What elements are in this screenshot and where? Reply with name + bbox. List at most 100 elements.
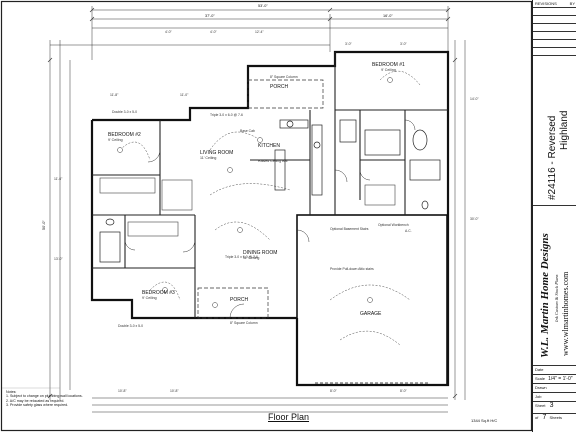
svg-text:8" Square Column: 8" Square Column bbox=[270, 75, 298, 79]
garage-label: GARAGE bbox=[360, 311, 381, 317]
of-label: of bbox=[535, 415, 539, 420]
room-name: PORCH bbox=[230, 297, 249, 303]
svg-text:Base Cab: Base Cab bbox=[240, 129, 255, 133]
revisions-label: REVISIONS bbox=[535, 1, 557, 6]
revision-row bbox=[533, 40, 576, 48]
front-porch bbox=[197, 287, 269, 319]
revision-row bbox=[533, 24, 576, 32]
dimension-lines-top bbox=[49, 6, 466, 413]
company-tagline: Ink Custom & Stock Plans bbox=[554, 274, 559, 323]
room-name: BEDROOM #3 bbox=[142, 290, 175, 296]
dimension-ticks bbox=[47, 7, 458, 399]
room-ceiling: 11' Ceiling bbox=[200, 156, 217, 160]
closets bbox=[99, 177, 396, 237]
room-name: BEDROOM #1 bbox=[372, 62, 405, 68]
bedroom-1-label: BEDROOM #1 9' Ceiling bbox=[372, 62, 405, 72]
svg-text:14'-0": 14'-0" bbox=[470, 97, 479, 101]
job-cell: Job bbox=[533, 393, 576, 402]
svg-text:11'-8": 11'-8" bbox=[110, 93, 119, 97]
scale-cell: Scale 1/4" = 1'-0" bbox=[533, 375, 576, 384]
company-cell bbox=[533, 206, 576, 366]
kitchen-counters bbox=[274, 119, 323, 196]
svg-text:13'-0": 13'-0" bbox=[54, 257, 63, 261]
room-ceiling: 11' Ceiling bbox=[243, 256, 260, 260]
electrical-runs bbox=[119, 71, 421, 346]
note-item: 2. A/C may be relocated as required. bbox=[6, 398, 65, 403]
note-item: 1. Subject to change on plumbing wall lo… bbox=[6, 394, 83, 399]
svg-text:Triple 3-0 x 6-0 @ 7-6: Triple 3-0 x 6-0 @ 7-6 bbox=[210, 113, 243, 117]
svg-text:4'-0": 4'-0" bbox=[165, 30, 173, 34]
revision-row bbox=[533, 32, 576, 40]
front-porch-label: PORCH bbox=[230, 297, 248, 303]
revisions-header: REVISIONS BY bbox=[533, 0, 576, 8]
svg-text:Provide Pull-down Attic stairs: Provide Pull-down Attic stairs bbox=[330, 267, 374, 271]
dimension-callouts: 4'-0"4'-0"12'-4" 3'-0"3'-0" 11'-8"11'-0"… bbox=[54, 30, 479, 393]
drawn-cell: Drawn bbox=[533, 384, 576, 393]
room-ceiling: Raised Ceiling Bar bbox=[258, 159, 288, 163]
plan-number: #24116 - Reversed bbox=[547, 115, 558, 200]
svg-text:30'-0": 30'-0" bbox=[470, 217, 479, 221]
svg-text:Triple 3-0 x 6-0 @ 7-6: Triple 3-0 x 6-0 @ 7-6 bbox=[225, 255, 258, 259]
dining-room-label: DINING ROOM 11' Ceiling bbox=[243, 250, 277, 260]
svg-text:12'-4": 12'-4" bbox=[255, 30, 264, 34]
svg-text:Double 3-0 x 5-0: Double 3-0 x 5-0 bbox=[118, 324, 143, 328]
bedroom-2-label: BEDROOM #2 9' Ceiling bbox=[108, 132, 141, 142]
garage-walls bbox=[296, 214, 448, 386]
note-item: 3. Provide safety glass where required. bbox=[6, 403, 69, 408]
back-porch bbox=[247, 79, 324, 109]
notes-block: Notes: 1. Subject to change on plumbing … bbox=[6, 390, 83, 408]
left-width-dimension: 37'-0" bbox=[205, 14, 215, 18]
area-label: 1344 Sq.ft H/C bbox=[471, 418, 498, 423]
svg-text:11'-6": 11'-6" bbox=[54, 177, 63, 181]
svg-text:3'-0": 3'-0" bbox=[345, 42, 353, 46]
svg-text:8'-0": 8'-0" bbox=[330, 389, 338, 393]
sheet-label: Sheet bbox=[535, 403, 546, 408]
scale-label: Scale bbox=[535, 376, 546, 381]
room-name: BEDROOM #2 bbox=[108, 132, 141, 138]
company-name: W.L. Martin Home Designs bbox=[539, 233, 551, 358]
sheet-total-cell: of 7 Sheets bbox=[533, 414, 576, 432]
scale-value: 1/4" = 1'-0" bbox=[548, 376, 573, 382]
job-label: Job bbox=[535, 394, 542, 399]
svg-text:8'-0": 8'-0" bbox=[400, 389, 408, 393]
bedroom-3-label: BEDROOM #3 9' Ceiling bbox=[142, 290, 175, 300]
room-name: PORCH bbox=[270, 84, 289, 90]
svg-text:3'-0": 3'-0" bbox=[400, 42, 408, 46]
svg-text:8" Square Column: 8" Square Column bbox=[230, 321, 258, 325]
room-name: LIVING ROOM bbox=[200, 150, 234, 156]
overall-width-dimension: 53'-0" bbox=[258, 4, 268, 8]
living-room-label: LIVING ROOM 11' Ceiling bbox=[200, 150, 233, 160]
company-website: www.wlmartinhomes.com bbox=[561, 271, 570, 356]
svg-text:Optional Basement Stairs: Optional Basement Stairs bbox=[330, 227, 369, 231]
drawn-label: Drawn bbox=[535, 385, 547, 390]
room-ceiling: 9' Ceiling bbox=[142, 296, 157, 300]
back-porch-label: PORCH bbox=[270, 84, 288, 90]
plan-name: Highland bbox=[559, 110, 570, 150]
svg-text:10'-8": 10'-8" bbox=[118, 389, 127, 393]
by-label: BY bbox=[569, 1, 575, 6]
room-ceiling: 9' Ceiling bbox=[381, 68, 396, 72]
sheet-border bbox=[0, 0, 533, 432]
room-name: DINING ROOM bbox=[243, 250, 278, 256]
kitchen-label: KITCHEN Raised Ceiling Bar bbox=[258, 143, 288, 163]
sheet-total: 7 bbox=[542, 414, 547, 421]
notes-header: Notes: bbox=[6, 390, 17, 394]
room-ceiling: 9' Ceiling bbox=[108, 138, 123, 142]
interior-walls bbox=[92, 52, 448, 318]
bath-fixtures bbox=[99, 119, 441, 263]
drawing-title: Floor Plan bbox=[268, 412, 310, 422]
room-name: KITCHEN bbox=[258, 143, 280, 149]
svg-text:10'-8": 10'-8" bbox=[170, 389, 179, 393]
sheet-cell: Sheet 3 bbox=[533, 402, 576, 414]
door-swings bbox=[124, 119, 416, 319]
svg-text:Optional Workbench: Optional Workbench bbox=[378, 223, 409, 227]
revision-row bbox=[533, 16, 576, 24]
svg-text:4'-0": 4'-0" bbox=[210, 30, 218, 34]
date-label: Date bbox=[535, 367, 544, 372]
revision-row bbox=[533, 8, 576, 16]
light-fixtures bbox=[117, 77, 393, 308]
room-name: GARAGE bbox=[360, 311, 382, 317]
plan-id-cell bbox=[533, 56, 576, 206]
revision-row bbox=[533, 48, 576, 56]
